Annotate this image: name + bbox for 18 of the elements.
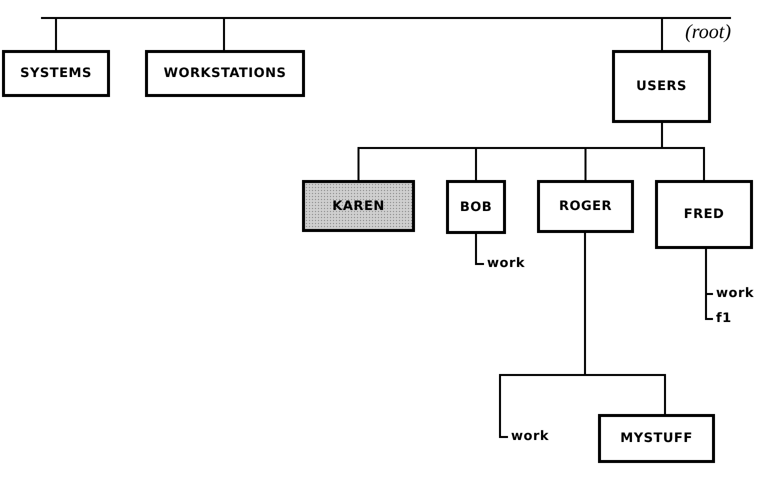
root-label: (root) [685,21,731,44]
folder-box: MYSTUFF [598,414,715,463]
file-label: work [716,284,766,302]
tree-line [55,17,57,50]
file-label: work [511,427,561,445]
folder-box: WORKSTATIONS [145,50,305,97]
tree-line [661,17,663,50]
folder-box: FRED [655,180,753,249]
folder-box: BOB [446,180,506,234]
file-label: work [487,254,537,272]
folder-box: ROGER [537,180,634,233]
folder-box: USERS [612,50,711,123]
folder-box: SYSTEMS [2,50,110,97]
tree-line [223,17,225,50]
tree-line [661,123,705,180]
highlighted-folder-box: KAREN [302,180,415,232]
file-label: f1 [716,309,746,327]
tree-line [475,234,484,265]
